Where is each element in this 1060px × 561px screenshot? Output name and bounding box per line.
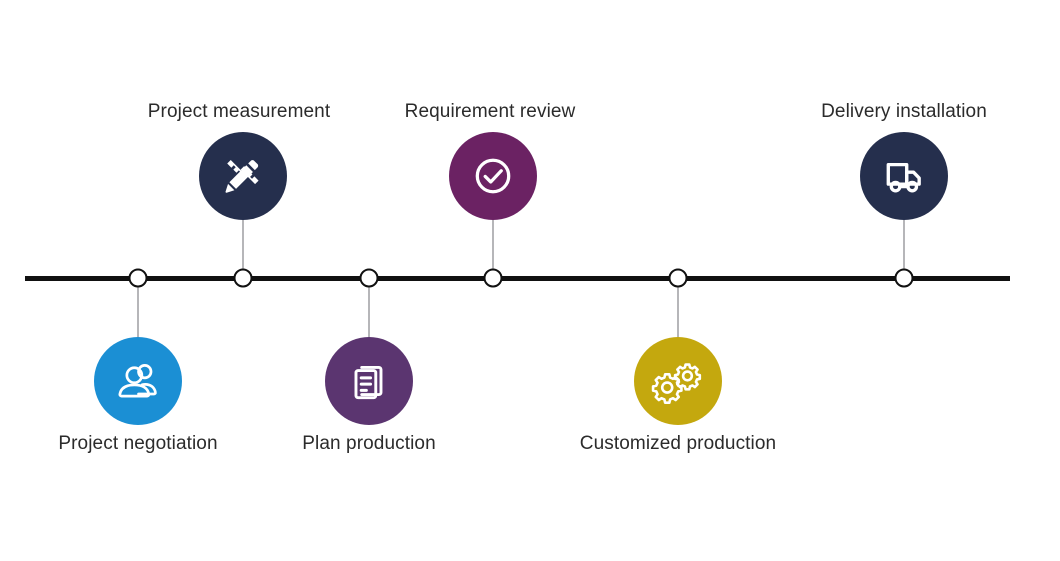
timeline-node-2[interactable] bbox=[233, 268, 253, 288]
timeline-node-3[interactable] bbox=[359, 268, 379, 288]
step-3-icon-disc[interactable] bbox=[325, 337, 413, 425]
stem-step-4 bbox=[492, 220, 494, 278]
people-icon bbox=[113, 356, 163, 406]
gears-icon bbox=[651, 354, 705, 408]
stem-step-6 bbox=[903, 220, 905, 278]
timeline-node-5[interactable] bbox=[668, 268, 688, 288]
timeline-node-6[interactable] bbox=[894, 268, 914, 288]
step-3-label: Plan production bbox=[302, 433, 436, 454]
truck-icon bbox=[878, 150, 930, 202]
step-1-icon-disc[interactable] bbox=[94, 337, 182, 425]
timeline-node-4[interactable] bbox=[483, 268, 503, 288]
stem-step-5 bbox=[677, 278, 679, 337]
check-circle-icon bbox=[467, 150, 519, 202]
documents-icon bbox=[344, 356, 394, 406]
step-2-label: Project measurement bbox=[147, 101, 331, 122]
step-5-label: Customized production bbox=[579, 433, 777, 454]
step-2-icon-disc[interactable] bbox=[199, 132, 287, 220]
stem-step-3 bbox=[368, 278, 370, 337]
stem-step-2 bbox=[242, 220, 244, 278]
step-4-icon-disc[interactable] bbox=[449, 132, 537, 220]
timeline-node-1[interactable] bbox=[128, 268, 148, 288]
step-4-label: Requirement review bbox=[404, 101, 576, 122]
step-1-label: Project negotiation bbox=[58, 433, 218, 454]
pencil-ruler-icon bbox=[216, 149, 270, 203]
step-5-icon-disc[interactable] bbox=[634, 337, 722, 425]
step-6-icon-disc[interactable] bbox=[860, 132, 948, 220]
stem-step-1 bbox=[137, 278, 139, 337]
timeline-axis bbox=[25, 276, 1010, 281]
step-6-label: Delivery installation bbox=[821, 101, 987, 122]
